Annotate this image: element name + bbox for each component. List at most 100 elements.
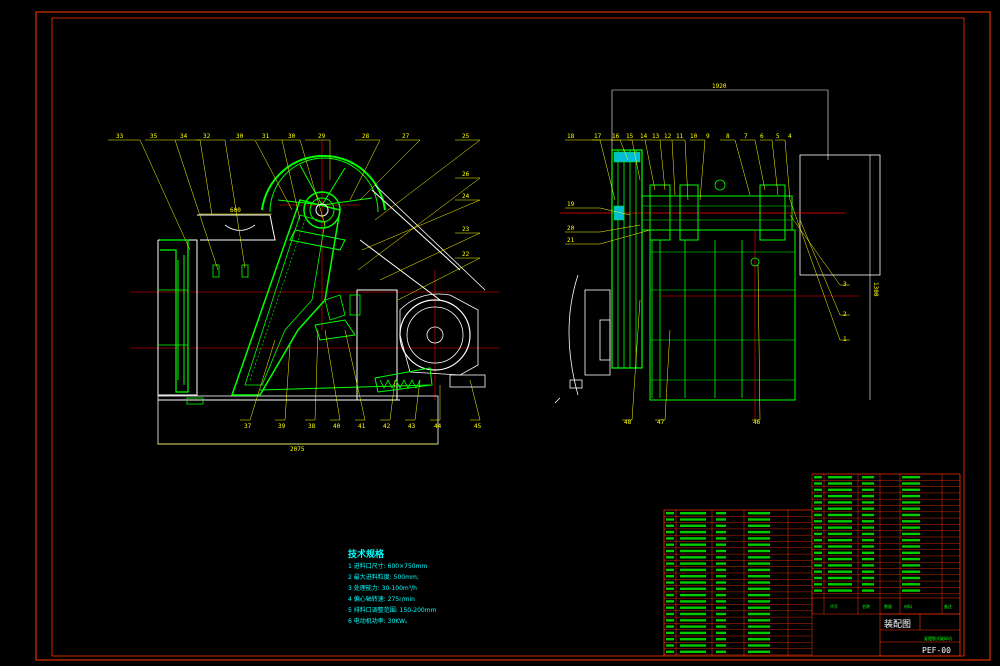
table-cell-text [828,488,852,491]
table-cell-text [748,556,770,559]
table-cell-text [680,549,706,553]
part-label: 13 [652,133,660,140]
table-cell-text [828,532,852,536]
table-cell-text [748,530,770,534]
table-cell-text [680,631,706,635]
part-label: 24 [462,193,470,200]
table-cell-text [814,570,822,573]
dimension-label: 1300 [872,282,879,297]
table-cell-text [828,513,852,517]
table-cell-text [680,562,706,565]
part-label: 42 [383,423,391,430]
part-label: 17 [594,133,602,140]
table-cell-text [748,593,770,597]
table-cell-text [828,557,852,561]
spec-line: 2 最大进料粒度: 500mm; [348,573,419,581]
dimension-label: 2075 [290,446,305,453]
part-label: 7 [744,133,748,140]
table-cell-text [716,593,726,597]
table-cell-text [814,513,822,517]
table-cell-text [666,593,674,597]
right-view-labels: 18 17 16 15 14 13 12 11 10 9 8 7 6 5 4 1… [567,83,879,426]
part-label: 44 [434,423,442,430]
table-cell-text [716,549,726,553]
drawing-name: 装配图 [884,618,911,630]
table-cell-text [902,507,920,510]
table-cell-text [680,524,706,527]
table-cell-text [862,494,874,498]
table-cell-text [862,545,874,548]
table-cell-text [716,537,726,540]
table-cell-text [748,581,770,584]
header-remark: 备注 [944,603,952,609]
part-label: 16 [612,133,620,140]
table-cell-text [748,543,770,546]
part-label: 21 [567,237,575,244]
table-cell-text [814,557,822,561]
table-cell-text [862,564,874,567]
table-cell-text [748,587,770,590]
table-cell-text [716,638,726,641]
header-qty: 数量 [884,603,892,609]
part-label: 18 [567,133,575,140]
table-cell-text [862,589,874,592]
table-cell-text [902,583,920,586]
table-cell-text [680,543,706,546]
table-cell-text [680,625,706,628]
part-label: 40 [333,423,341,430]
table-cell-text [862,501,874,504]
table-cell-text [748,631,770,635]
table-cell-text [716,625,726,628]
part-label: 5 [776,133,780,140]
table-cell-text [666,512,674,515]
table-cell-text [828,507,852,510]
table-cell-text [902,482,920,485]
part-label: 6 [760,133,764,140]
table-cell-text [748,638,770,641]
table-cell-text [814,520,822,523]
table-cell-text [716,581,726,584]
table-cell-text [680,556,706,559]
table-cell-text [680,600,706,603]
part-label: 4 [788,133,792,140]
table-cell-text [748,575,770,578]
table-cell-text [828,494,852,498]
part-label: 10 [690,133,698,140]
technical-specs: 技术规格 1 进料口尺寸: 600×750mm 2 最大进料粒度: 500mm;… [348,548,437,625]
header-code: 代号 [830,603,838,609]
table-cell-text [862,532,874,536]
table-cell-text [862,576,874,580]
table-cell-text [666,650,674,653]
table-cell-text [680,568,706,572]
table-cell-text [680,575,706,578]
table-cell-text [716,631,726,635]
table-cell-text [748,549,770,553]
header-name: 名称 [862,603,870,609]
part-label: 8 [726,133,730,140]
table-cell-text [716,556,726,559]
table-cell-text [666,543,674,546]
table-cell-text [680,537,706,540]
table-cell-text [680,638,706,641]
part-label: 35 [150,133,158,140]
table-cell-text [748,512,770,515]
table-cell-text [902,513,920,517]
part-label: 46 [753,419,761,426]
table-cell-text [716,524,726,527]
table-cell-text [680,593,706,597]
table-cell-text [666,562,674,565]
table-cell-text [828,570,852,573]
table-cell-text [748,625,770,628]
table-cell-text [716,606,726,609]
part-label: 11 [676,133,684,140]
table-cell-text [902,589,920,592]
inner-frame [51,17,965,657]
specs-title: 技术规格 [348,548,385,560]
table-cell-text [748,518,770,521]
table-cell-text [902,576,920,580]
part-label: 30 [288,133,296,140]
table-cell-text [666,568,674,572]
table-cell-text [828,589,852,592]
table-cell-text [828,501,852,504]
table-cell-text [902,539,920,542]
